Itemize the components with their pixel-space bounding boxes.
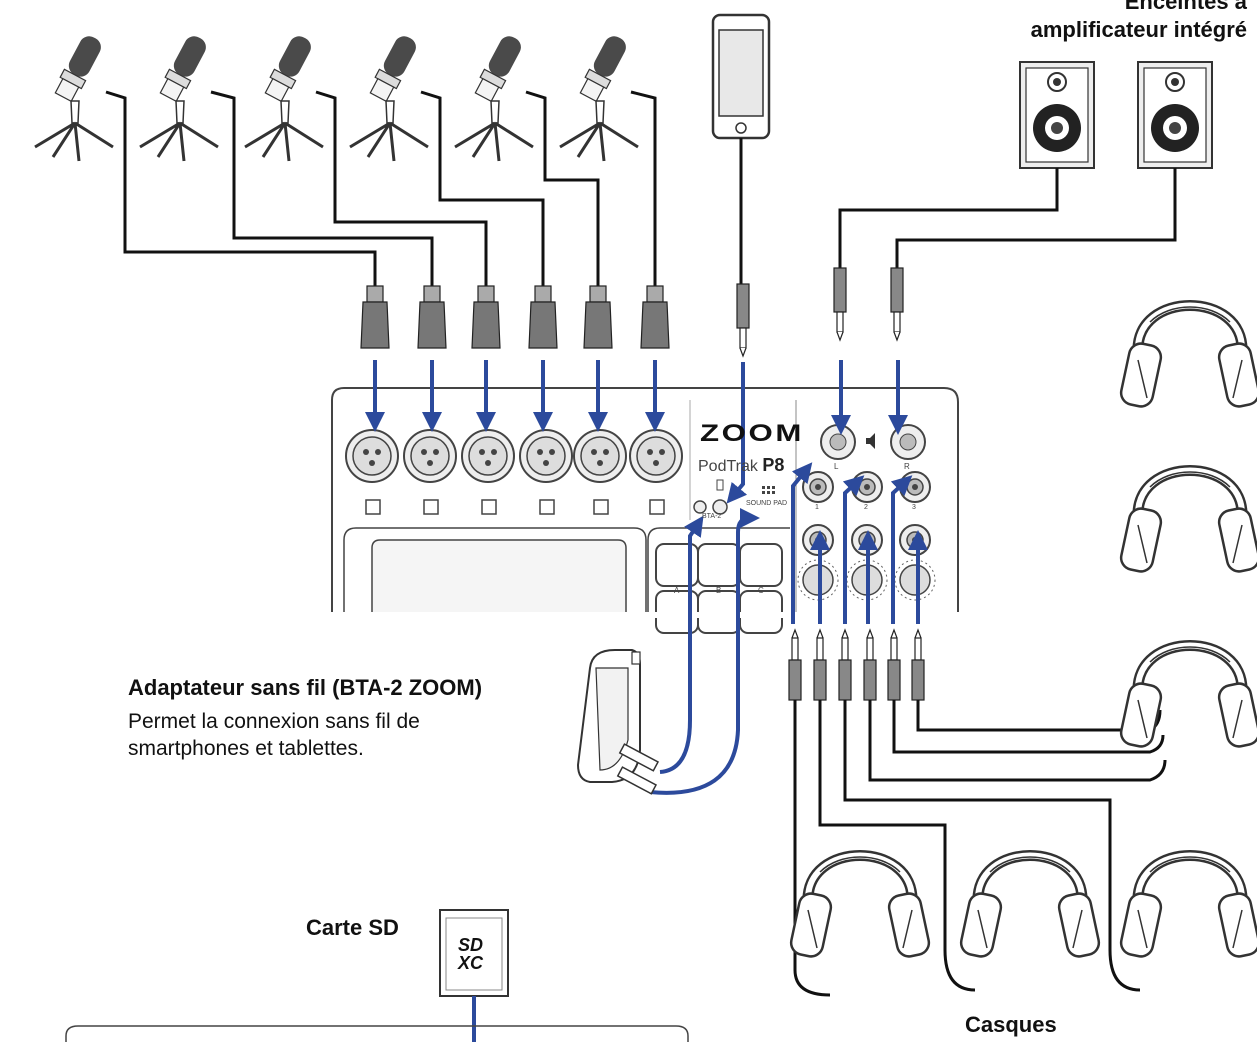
speaker-icon	[1019, 61, 1095, 169]
pad-label-b: B	[716, 586, 722, 595]
connection-arrows	[365, 360, 928, 795]
sd-logo-top: SD	[458, 935, 484, 955]
adapter-description-line2: smartphones et tablettes.	[128, 737, 364, 760]
adapter-description-line1: Permet la connexion sans fil de	[128, 710, 420, 733]
model-name: PodTrak P8	[698, 455, 784, 476]
sound-pad-label: SOUND PAD	[746, 500, 788, 507]
headphones-icon	[789, 856, 931, 959]
headphones-icon	[1119, 646, 1257, 749]
pad-label-c: C	[758, 586, 764, 595]
speaker-cables	[838, 168, 1177, 268]
phantom-switches	[365, 499, 665, 515]
phones-label-3: 3	[912, 504, 916, 511]
sd-card-label: Carte SD	[306, 915, 399, 940]
bta-port-label: BTA-2	[702, 513, 722, 520]
wireless-adapter-icon	[576, 649, 660, 795]
microphone-icon	[348, 30, 430, 163]
sd-logo-bottom: XC	[458, 953, 484, 973]
model-prefix: PodTrak	[698, 458, 758, 475]
microphone-icon	[243, 30, 325, 163]
microphone-icon	[33, 30, 115, 163]
headphones-label: Casques	[965, 1012, 1057, 1037]
recorder-outline	[65, 1025, 689, 1042]
smartphone-icon	[711, 13, 771, 357]
microphone-icon	[453, 30, 535, 163]
phones-label-2: 2	[864, 504, 868, 511]
speakers-title-line1: Enceintes à	[1124, 0, 1247, 14]
headphones-icon	[1119, 856, 1257, 959]
microphone-icon	[558, 30, 640, 163]
sd-logo: SD XC	[458, 936, 483, 972]
microphone-cables	[105, 90, 657, 286]
headphones-icon	[1119, 471, 1257, 574]
output-label-l: L	[834, 462, 839, 471]
speaker-plug	[833, 267, 847, 341]
headphones-icon	[1119, 306, 1257, 409]
sd-card-icon	[439, 909, 509, 1042]
phones-label-1: 1	[815, 504, 819, 511]
speaker-icon	[1137, 61, 1213, 169]
speakers-title-line2: amplificateur intégré	[1030, 17, 1247, 42]
speaker-plug	[890, 267, 904, 341]
model-number: P8	[762, 455, 785, 475]
pad-label-a: A	[674, 586, 680, 595]
brand-logo: ZOOM	[700, 420, 804, 447]
xlr-plugs	[360, 285, 670, 349]
headphone-plugs	[788, 629, 925, 701]
adapter-description: Permet la connexion sans fil de smartpho…	[128, 708, 420, 762]
output-label-r: R	[904, 462, 910, 471]
headphones-icon	[959, 856, 1101, 959]
microphone-icon	[138, 30, 220, 163]
bta-ports	[693, 479, 775, 515]
speakers-title: Enceintes à amplificateur intégré	[1031, 0, 1247, 44]
adapter-title: Adaptateur sans fil (BTA-2 ZOOM)	[128, 675, 483, 700]
